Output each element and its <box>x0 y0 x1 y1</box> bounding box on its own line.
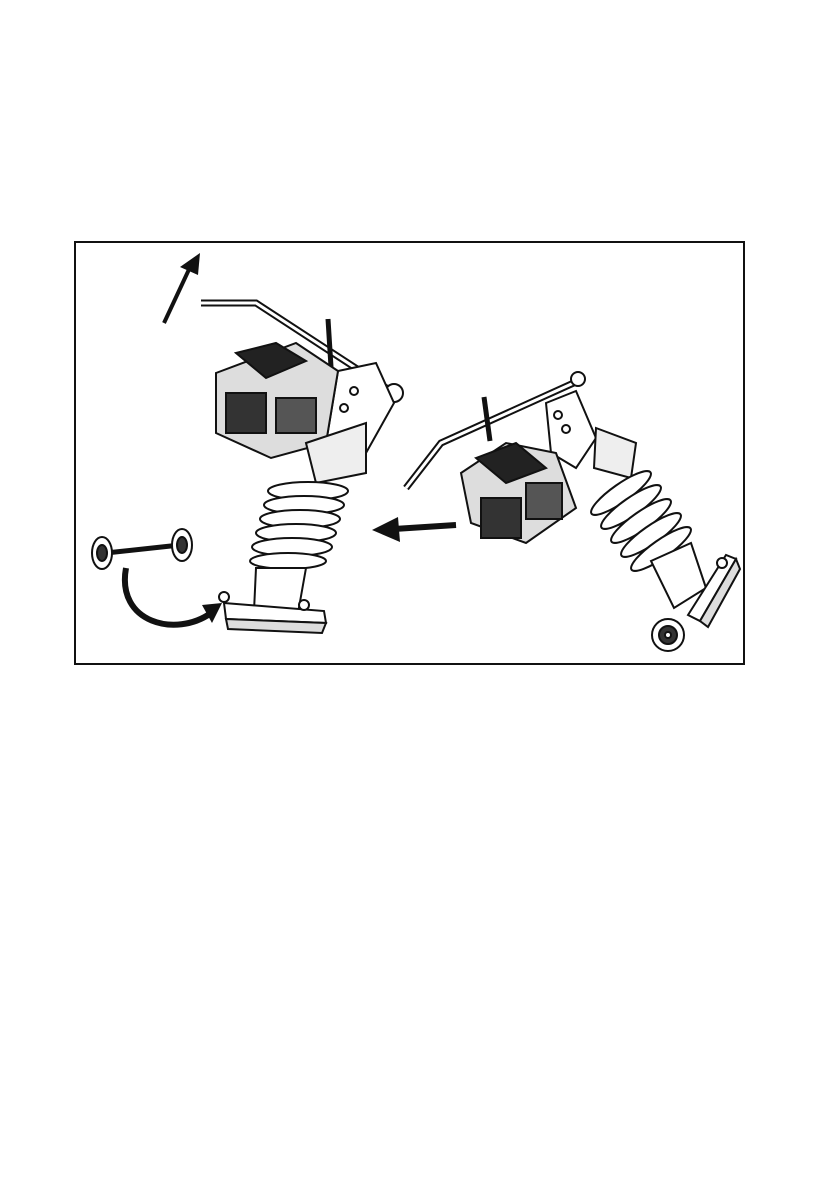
rammer-tilted <box>406 372 740 651</box>
tilt-direction-arrow-icon <box>372 517 456 542</box>
rammer-illustration <box>76 243 743 663</box>
curved-attach-arrow-icon <box>125 568 222 625</box>
wheel-axle-assembly <box>92 529 192 569</box>
lift-handle-arrow-icon <box>164 253 200 323</box>
rammer-upright <box>201 303 403 633</box>
figure-frame <box>74 241 745 665</box>
